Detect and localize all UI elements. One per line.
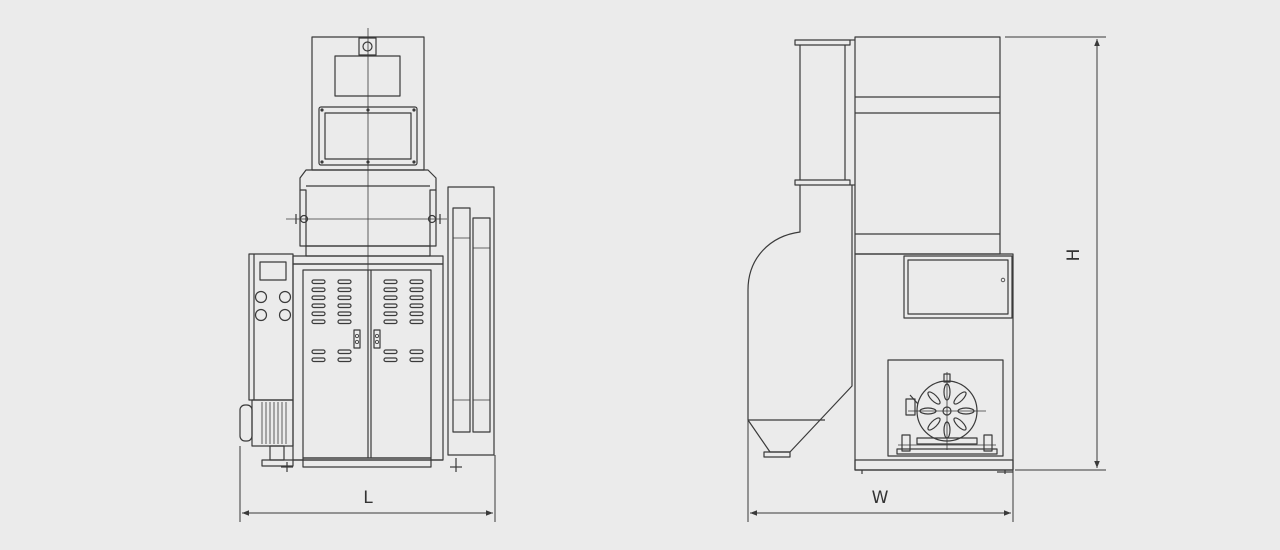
front-top-flange	[358, 37, 377, 56]
control-button	[254, 308, 268, 322]
right-door-latch	[373, 329, 381, 349]
discharge-cyclone	[747, 39, 855, 458]
side-view: W H	[747, 36, 1106, 522]
left-door-latch	[353, 329, 361, 349]
control-button	[254, 290, 268, 304]
side-motor-housing	[887, 359, 1004, 457]
belt-guard	[447, 186, 495, 472]
control-button	[278, 308, 292, 322]
side-motor-fan	[896, 372, 998, 455]
side-upper-body	[854, 36, 1001, 255]
front-motor	[239, 399, 294, 472]
front-label-window	[334, 55, 401, 97]
length-dimension-label: L	[363, 488, 373, 508]
side-inspection-panel	[903, 255, 1013, 319]
width-dimension-label: W	[872, 488, 889, 508]
control-display	[259, 261, 287, 281]
front-view: L	[239, 28, 496, 522]
height-dimension-label: H	[1064, 249, 1084, 262]
control-button	[278, 290, 292, 304]
front-vent-slots	[311, 279, 424, 363]
front-cutting-chamber	[299, 169, 437, 247]
